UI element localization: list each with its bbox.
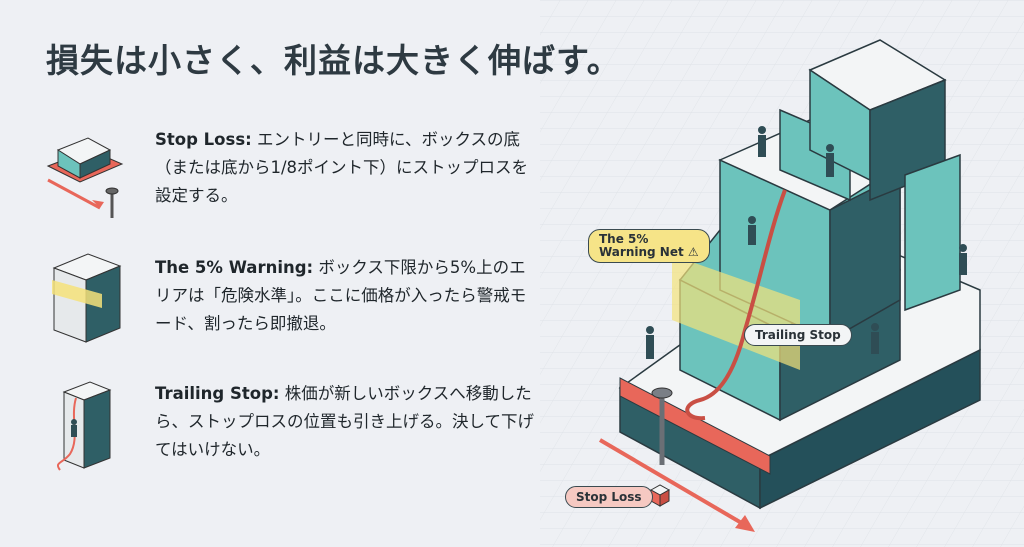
trailing-stop-label: Trailing Stop xyxy=(744,324,852,346)
warning-band-block-icon xyxy=(52,253,122,343)
block-with-stake-icon xyxy=(46,137,124,218)
stop-loss-item: Stop Loss: エントリーと同時に、ボックスの底（または底から1/8ポイン… xyxy=(155,126,535,210)
page-title: 損失は小さく、利益は大きく伸ばす。 xyxy=(46,41,621,80)
warning-net-label: The 5% Warning Net ⚠ xyxy=(588,229,710,263)
item-heading: The 5% Warning: xyxy=(155,258,314,277)
warning-label-line1: The 5% xyxy=(599,232,649,246)
item-heading: Trailing Stop: xyxy=(155,384,280,403)
item-heading: Stop Loss: xyxy=(155,130,252,149)
item-body: ボックス下限から5%上のエリアは「危険水準」。ここに価格が入ったら警戒モード、割… xyxy=(155,258,527,333)
five-percent-warning-item: The 5% Warning: ボックス下限から5%上のエリアは「危険水準」。こ… xyxy=(155,254,535,338)
item-body: 株価が新しいボックスへ移動したら、ストップロスの位置も引き上げる。決して下げては… xyxy=(155,384,535,459)
warning-triangle-icon: ⚠ xyxy=(687,245,699,259)
warning-label-line2: Warning Net xyxy=(599,245,684,259)
climber-rope-icon xyxy=(56,381,112,471)
item-body: エントリーと同時に、ボックスの底（または底から1/8ポイント下）にストップロスを… xyxy=(155,130,529,205)
trailing-stop-item: Trailing Stop: 株価が新しいボックスへ移動したら、ストップロスの位… xyxy=(155,380,535,464)
stop-loss-label: Stop Loss xyxy=(565,486,653,508)
